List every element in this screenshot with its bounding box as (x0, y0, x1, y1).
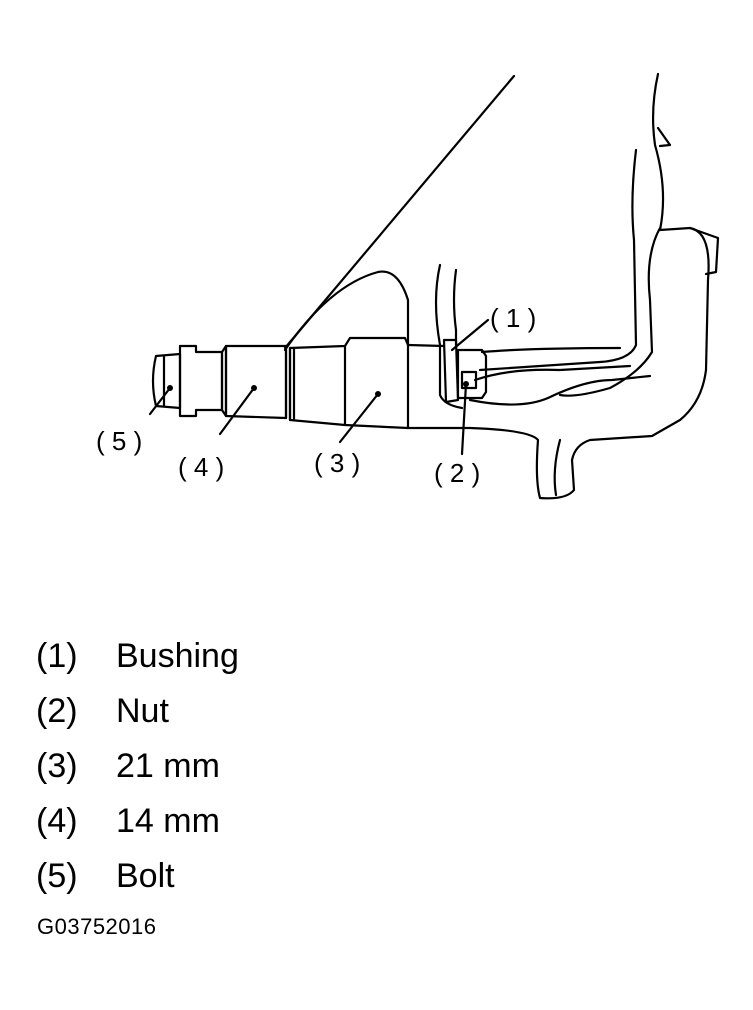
leader-line-4 (218, 386, 256, 436)
tool-section-21mm (288, 336, 410, 430)
legend-description: 14 mm (116, 801, 220, 840)
leader-line-1 (450, 318, 490, 352)
legend-description: 21 mm (116, 746, 220, 785)
frame-tab (656, 126, 672, 148)
legend-number: (2) (36, 691, 78, 730)
frame-outline-outer (406, 72, 710, 500)
frame-outline-inner (478, 148, 638, 372)
tool-section-14mm (224, 344, 288, 420)
leader-dot-2 (463, 381, 469, 387)
leader-line-5 (148, 386, 172, 416)
callout-label-1: ( 1 ) (490, 303, 536, 333)
bracket-plate-rear (452, 268, 458, 347)
technical-illustration: ( 1 ) ( 2 ) ( 3 ) ( 4 ) ( 5 ) (96, 72, 720, 500)
tool-collar (178, 344, 224, 418)
callout-label-2: ( 2 ) (434, 458, 480, 488)
bolt-head (151, 352, 182, 410)
control-arm-edge (283, 74, 516, 350)
frame-rib (473, 364, 632, 382)
figure-id: G03752016 (37, 914, 157, 939)
leader-dot-4 (251, 385, 257, 391)
frame-bottom-edge (553, 438, 562, 497)
parts-legend: (1) Bushing (2) Nut (3) 21 mm (4) 14 mm … (36, 628, 239, 903)
legend-description: Bolt (116, 856, 175, 895)
legend-number: (4) (36, 801, 78, 840)
legend-item-4: (4) 14 mm (36, 793, 239, 848)
frame-flange (558, 226, 662, 397)
bushing (442, 338, 460, 404)
callout-label-5: ( 5 ) (96, 426, 142, 456)
callout-label-4: ( 4 ) (178, 452, 224, 482)
frame-lip (688, 226, 720, 276)
legend-number: (5) (36, 856, 78, 895)
legend-description: Nut (116, 691, 169, 730)
legend-item-5: (5) Bolt (36, 848, 239, 903)
leader-dot-3 (375, 391, 381, 397)
leader-dot-5 (167, 385, 173, 391)
frame-lower-web (468, 374, 652, 406)
callout-label-3: ( 3 ) (314, 448, 360, 478)
body-panel-outline (283, 270, 410, 352)
legend-number: (1) (36, 636, 78, 675)
legend-item-3: (3) 21 mm (36, 738, 239, 793)
legend-number: (3) (36, 746, 78, 785)
legend-item-2: (2) Nut (36, 683, 239, 738)
legend-description: Bushing (116, 636, 239, 675)
leader-line-3 (338, 392, 380, 444)
legend-item-1: (1) Bushing (36, 628, 239, 683)
leader-line-2 (460, 382, 468, 456)
